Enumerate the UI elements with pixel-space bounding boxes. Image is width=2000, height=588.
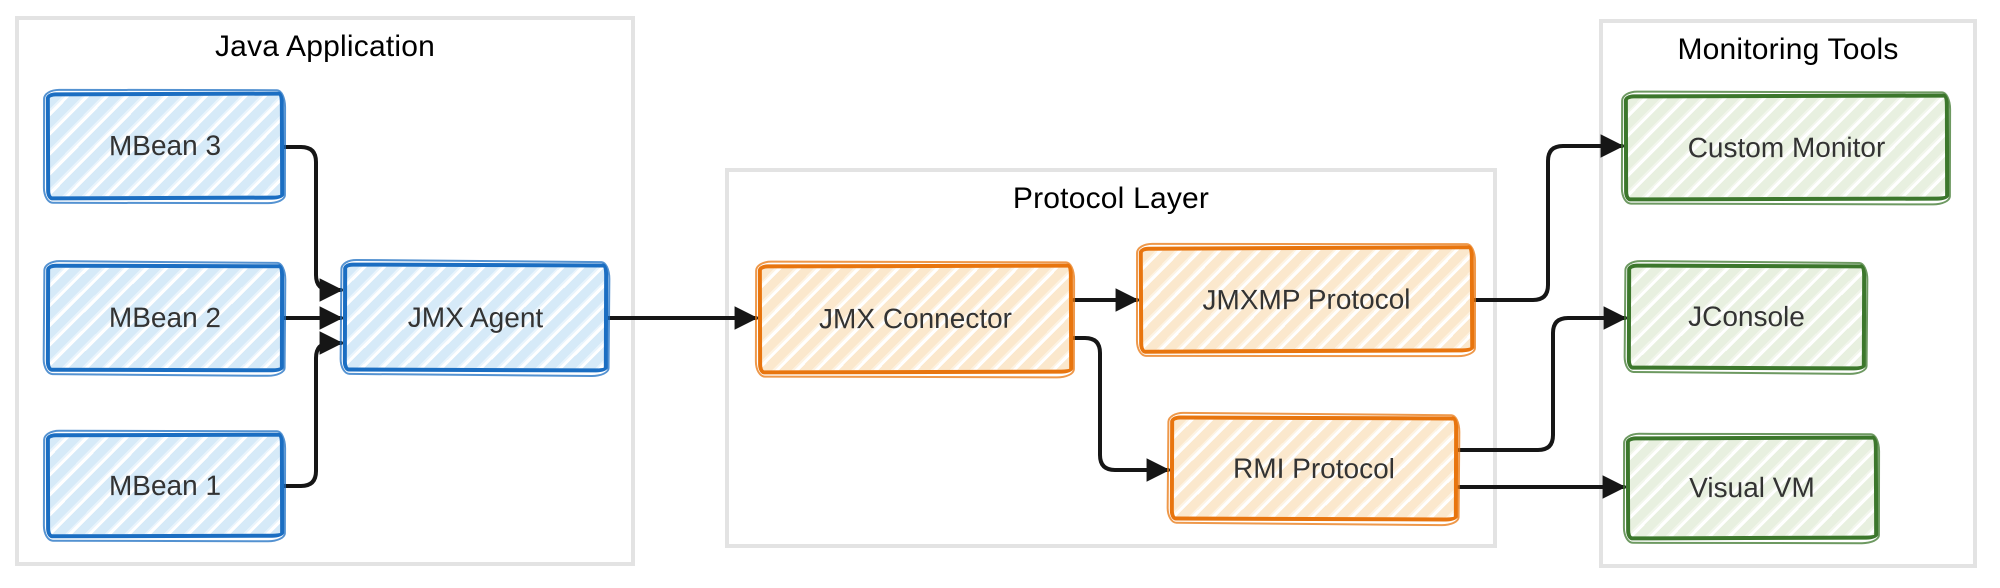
node-jmx-connector-label: JMX Connector [818, 302, 1013, 335]
node-custom-monitor-label: Custom Monitor [1687, 131, 1886, 163]
node-jmx-connector: JMX Connector [757, 263, 1074, 375]
node-jmxmp-protocol-label: JMXMP Protocol [1202, 283, 1411, 315]
node-rmi-protocol-label: RMI Protocol [1233, 452, 1395, 484]
node-visual-vm: Visual VM [1625, 435, 1879, 541]
node-custom-monitor: Custom Monitor [1623, 93, 1950, 202]
group-title-java-application: Java Application [214, 30, 435, 63]
node-mbean-1-label: MBean 1 [108, 469, 222, 501]
node-mbean-2-label: MBean 2 [108, 301, 222, 334]
group-title-monitoring-tools: Monitoring Tools [1677, 33, 1899, 66]
arrow-mbean-3-to-jmx-agent [282, 145, 343, 302]
arrow-jmxmp-protocol-to-custom-monitor [1473, 134, 1624, 302]
arrow-rmi-protocol-to-jconsole [1457, 306, 1627, 452]
node-mbean-2: MBean 2 [45, 263, 285, 373]
arrow-mbean-1-to-jmx-agent [282, 331, 343, 488]
node-jmx-agent-label: JMX Agent [407, 301, 544, 333]
arrow-jmx-connector-to-rmi-protocol [1072, 336, 1170, 482]
node-mbean-3-label: MBean 3 [108, 129, 222, 162]
node-jconsole-label: JConsole [1688, 300, 1805, 333]
node-jmxmp-protocol: JMXMP Protocol [1138, 245, 1475, 354]
node-mbean-1: MBean 1 [45, 432, 285, 539]
node-visual-vm-label: Visual VM [1689, 471, 1815, 504]
node-jmx-agent: JMX Agent [342, 262, 609, 373]
node-mbean-3: MBean 3 [45, 91, 285, 201]
node-jconsole: JConsole [1626, 263, 1867, 371]
group-title-protocol-layer: Protocol Layer [1012, 182, 1210, 215]
node-rmi-protocol: RMI Protocol [1169, 415, 1459, 522]
